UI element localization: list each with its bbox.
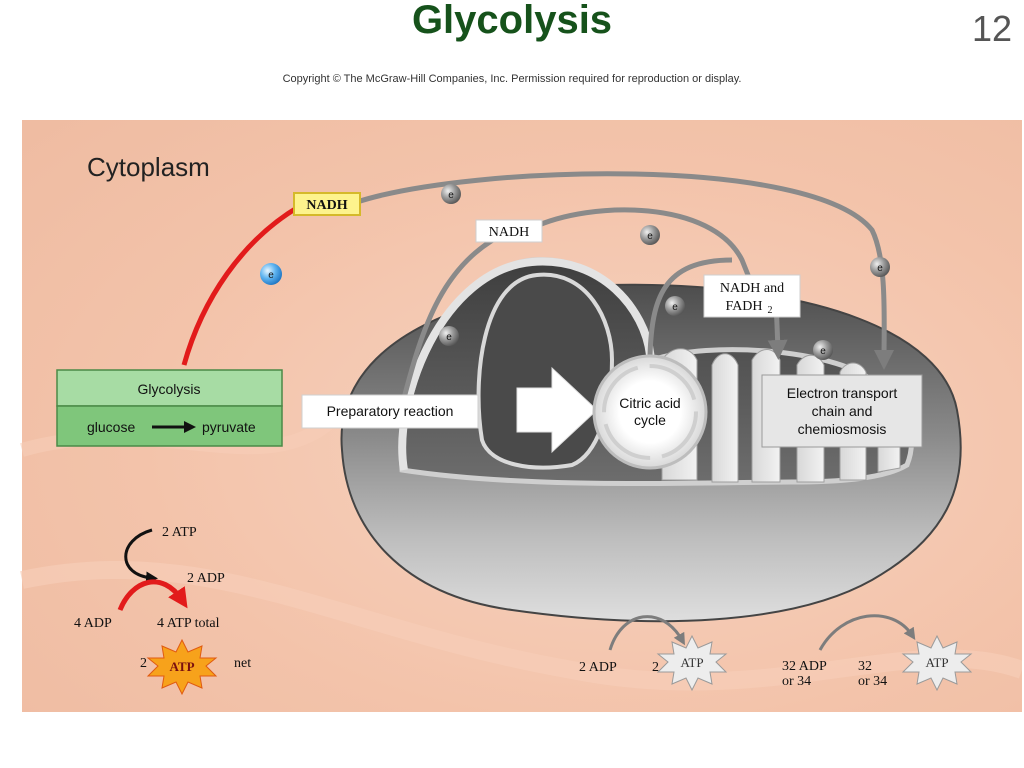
svg-text:or 34: or 34	[782, 674, 811, 689]
slide-number: 12	[971, 8, 1012, 49]
citric-acid-cycle: Citric acid cycle	[592, 354, 708, 470]
prep-to-nadh-arrow	[401, 227, 513, 399]
electron-icon: e	[870, 257, 890, 277]
diagram-canvas: Cytoplasm NADH NADH	[20, 120, 1024, 712]
glycolysis-box: Glycolysis glucose pyruvate	[56, 369, 283, 447]
svg-text:glucose: glucose	[87, 419, 135, 435]
electron-transport-chain-box: Electron transport chain and chemiosmosi…	[761, 374, 923, 448]
atp-starburst	[146, 638, 218, 696]
svg-text:chemiosmosis: chemiosmosis	[798, 421, 887, 437]
svg-text:4 ADP: 4 ADP	[74, 616, 112, 631]
preparatory-reaction-box: Preparatory reaction	[301, 394, 479, 429]
svg-text:2: 2	[652, 660, 659, 675]
atp-starburst	[901, 634, 973, 692]
nadh-top-badge: NADH	[293, 192, 361, 216]
pyruvate-flow-arrow	[516, 366, 598, 454]
svg-text:pyruvate: pyruvate	[202, 419, 256, 435]
svg-text:Citric acid: Citric acid	[619, 395, 680, 411]
svg-text:Glycolysis: Glycolysis	[137, 381, 200, 397]
citric-atp-accounting: 2 ADP 2 ATP	[579, 615, 728, 692]
svg-text:2 ADP: 2 ADP	[579, 660, 617, 675]
svg-text:e: e	[877, 263, 883, 274]
svg-text:ATP: ATP	[925, 655, 948, 670]
svg-text:2 ADP: 2 ADP	[187, 571, 225, 586]
copyright-notice: Copyright © The McGraw-Hill Companies, I…	[282, 73, 742, 85]
svg-text:e: e	[820, 346, 826, 357]
svg-text:cycle: cycle	[634, 412, 666, 428]
svg-text:Preparatory reaction: Preparatory reaction	[327, 403, 454, 419]
svg-text:net: net	[234, 656, 251, 671]
slide-title: Glycolysis	[411, 0, 613, 42]
glycolysis-atp-accounting: 2 ATP 2 ADP 4 ADP 4 ATP total 2 ATP net	[74, 525, 251, 696]
svg-text:e: e	[268, 270, 274, 281]
electron-icon: e	[260, 263, 282, 285]
svg-text:NADH: NADH	[489, 225, 529, 240]
electron-icon: e	[441, 184, 461, 204]
cytoplasm-label: Cytoplasm	[87, 152, 210, 182]
citric-to-nadh-arrow	[647, 257, 733, 356]
mid-nadh-arrow	[530, 207, 753, 281]
svg-text:e: e	[446, 332, 452, 343]
svg-text:Electron transport: Electron transport	[787, 385, 898, 401]
svg-text:2: 2	[140, 656, 147, 671]
electron-icon: e	[665, 296, 685, 316]
svg-text:4 ATP total: 4 ATP total	[157, 616, 220, 631]
cellular-respiration-figure: Cytoplasm NADH NADH	[12, 110, 1024, 712]
svg-text:or 34: or 34	[858, 674, 887, 689]
svg-text:NADH: NADH	[306, 198, 347, 213]
svg-text:e: e	[647, 231, 653, 242]
svg-text:FADH: FADH	[725, 299, 762, 314]
svg-text:e: e	[672, 302, 678, 313]
svg-text:ATP: ATP	[680, 655, 703, 670]
svg-text:32: 32	[858, 659, 872, 674]
svg-text:2: 2	[768, 305, 773, 316]
etc-atp-accounting: 32 ADP or 34 32 or 34 ATP	[782, 614, 973, 692]
electron-icon: e	[640, 225, 660, 245]
glycolysis-nadh-arrow	[181, 203, 302, 366]
electron-icon: e	[813, 340, 833, 360]
top-nadh-arrow	[356, 171, 895, 370]
svg-text:NADH and: NADH and	[720, 281, 784, 296]
svg-text:2 ATP: 2 ATP	[162, 525, 197, 540]
svg-text:chain and: chain and	[812, 403, 873, 419]
nadh-fadh-badge: NADH and FADH 2	[703, 274, 801, 318]
electron-icon: e	[439, 326, 459, 346]
svg-text:e: e	[448, 190, 454, 201]
atp-starburst	[656, 634, 728, 692]
svg-text:ATP: ATP	[169, 659, 194, 674]
svg-text:32 ADP: 32 ADP	[782, 659, 827, 674]
nadh-mid-badge: NADH	[475, 219, 543, 243]
